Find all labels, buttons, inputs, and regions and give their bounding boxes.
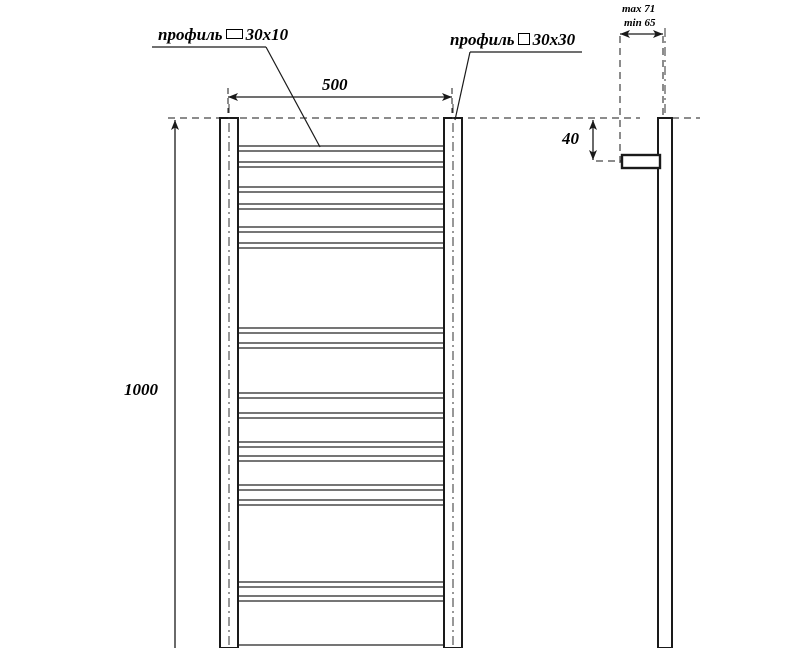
extension-line-group [168, 36, 700, 163]
rung [237, 412, 445, 419]
rung [237, 242, 445, 249]
annotation-profile-rung-prefix: профиль [158, 25, 223, 44]
dimension-label-depth-max: max 71 [622, 3, 656, 15]
leader-line-group [152, 46, 582, 148]
rung [237, 581, 445, 588]
leader-pointer-rung [265, 46, 321, 148]
leader-pointer-post [454, 51, 471, 121]
square-icon [517, 33, 530, 45]
post-group [219, 117, 463, 648]
annotation-profile-rung: профиль 30x10 [158, 26, 288, 43]
annotation-profile-post: профиль 30x30 [450, 31, 575, 48]
side-bracket [620, 153, 662, 170]
annotation-profile-post-size: 30x30 [532, 30, 576, 49]
rung-group [237, 145, 445, 648]
rung [237, 441, 445, 448]
rung [237, 186, 445, 193]
annotation-profile-rung-size: 30x10 [245, 25, 289, 44]
dimension-label-height: 1000 [124, 380, 158, 399]
side-view-group [620, 117, 673, 648]
dimension-label-depth-min: min 65 [624, 17, 656, 29]
rung [237, 342, 445, 349]
dimension-label-width: 500 [322, 75, 348, 94]
rung [237, 327, 445, 334]
rectangle-horizontal-icon [225, 29, 243, 39]
rung [237, 226, 445, 233]
dimension-500-group [227, 88, 453, 113]
rung [237, 595, 445, 602]
side-post [657, 117, 673, 648]
rung [237, 161, 445, 168]
rung [237, 203, 445, 210]
annotation-profile-post-prefix: профиль [450, 30, 515, 49]
rung [237, 484, 445, 491]
rung [237, 455, 445, 462]
dimension-label-offset-top: 40 [562, 129, 579, 148]
rung [237, 145, 445, 152]
rung [237, 499, 445, 506]
rung [237, 392, 445, 399]
